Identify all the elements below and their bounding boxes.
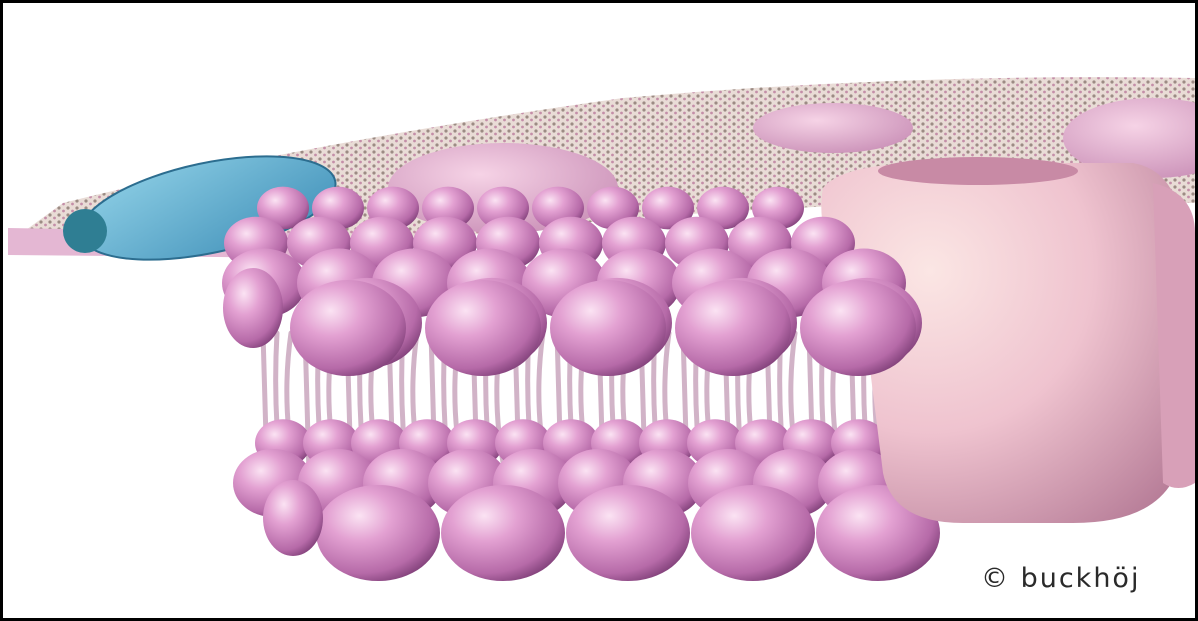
lipid-bilayer-illustration xyxy=(3,3,1195,618)
lipid-head xyxy=(290,280,406,376)
lipid-head xyxy=(316,485,440,581)
lipid-head xyxy=(675,280,791,376)
lipid-head xyxy=(263,480,323,556)
copyright-credit: © buckhöj xyxy=(981,563,1140,594)
lipid-head xyxy=(425,280,541,376)
lipid-head xyxy=(566,485,690,581)
lipid-head xyxy=(550,280,666,376)
lipid-head xyxy=(441,485,565,581)
illustration-canvas: © buckhöj xyxy=(3,3,1195,618)
lipid-head xyxy=(691,485,815,581)
lower-lipid-heads xyxy=(233,419,940,581)
lipid-head xyxy=(223,268,283,348)
lipid-head xyxy=(800,280,916,376)
upper-lipid-heads xyxy=(222,187,922,376)
